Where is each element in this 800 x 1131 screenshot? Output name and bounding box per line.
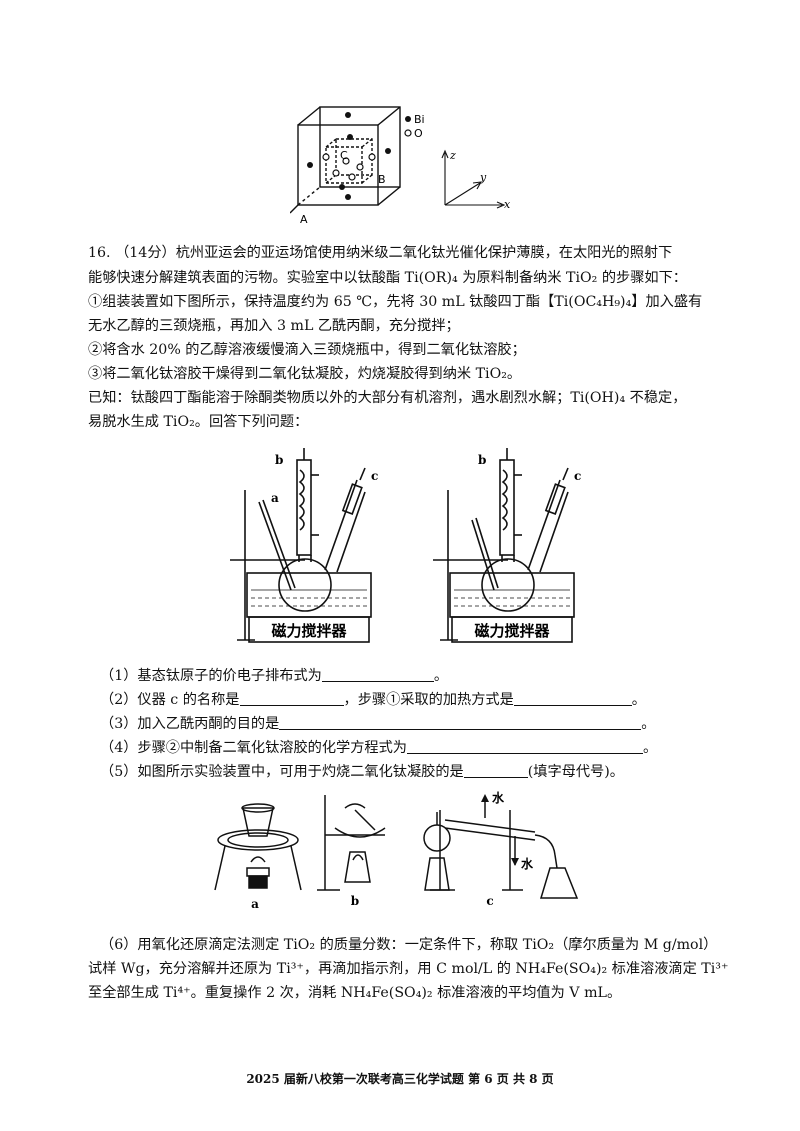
label-a: A xyxy=(300,213,308,226)
q2-end: 。 xyxy=(631,692,646,708)
q5-text-b: (填字母代号)。 xyxy=(527,764,624,780)
option-c-label: c xyxy=(486,894,493,908)
q6-line2: 试样 Wg，充分溶解并还原为 Ti³⁺，再滴加指示剂，用 C mol/L 的 N… xyxy=(88,961,729,977)
q3-answer-blank[interactable] xyxy=(279,715,642,730)
q3-end: 。 xyxy=(641,716,656,732)
q5-text-a: （5）如图所示实验装置中，可用于灼烧二氧化钛凝胶的是 xyxy=(100,764,464,780)
q3-text: （3）加入乙酰丙酮的目的是 xyxy=(100,716,280,732)
q1-answer-blank[interactable] xyxy=(321,667,434,682)
q2-text-a: （2）仪器 c 的名称是 xyxy=(100,692,240,708)
q2-text-b: ，步骤①采取的加热方式是 xyxy=(343,692,514,708)
q16-known-line1: 已知：钛酸四丁酯能溶于除酮类物质以外的大部分有机溶剂，遇水剧烈水解；Ti(OH)… xyxy=(88,390,687,406)
legend-bi: Bi xyxy=(414,113,425,126)
q4-line: （4）步骤②中制备二氧化钛溶胶的化学方程式为 。 xyxy=(100,738,657,758)
water-out-label: 水 xyxy=(521,856,534,871)
q6-line1: （6）用氧化还原滴定法测定 TiO₂ 的质量分数：一定条件下，称取 TiO₂（摩… xyxy=(100,937,718,953)
q4-text: （4）步骤②中制备二氧化钛溶胶的化学方程式为 xyxy=(100,740,407,756)
q16-heading-line2: 能够快速分解建筑表面的污物。实验室中以钛酸酯 Ti(OR)₄ 为原料制备纳米 T… xyxy=(88,270,687,286)
q2-answer-blank-2[interactable] xyxy=(513,691,632,706)
q3-line: （3）加入乙酰丙酮的目的是 。 xyxy=(100,714,655,734)
q16-heading-line1: 16. （14分）杭州亚运会的亚运场馆使用纳米级二氧化钛光催化保护薄膜，在太阳光… xyxy=(88,245,673,261)
page-footer: 2025 届新八校第一次联考高三化学试题 第 6 页 共 8 页 xyxy=(246,1072,554,1086)
q4-answer-blank[interactable] xyxy=(406,739,643,754)
legend-o: O xyxy=(414,127,423,140)
q1-line: （1）基态钛原子的价电子排布式为 。 xyxy=(100,666,448,686)
q2-line: （2）仪器 c 的名称是 ，步骤①采取的加热方式是 。 xyxy=(100,690,646,710)
q6-line3: 至全部生成 Ti⁴⁺。重复操作 2 次，消耗 NH₄Fe(SO₄)₂ 标准溶液的… xyxy=(88,985,622,1001)
label-c: C xyxy=(340,149,348,162)
q4-end: 。 xyxy=(642,740,658,756)
label-b: B xyxy=(378,173,386,186)
stirrer-label: 磁力搅拌器 xyxy=(271,622,347,640)
axis-y: y xyxy=(479,171,487,184)
q16-step1-line1: ①组装装置如下图所示，保持温度约为 65 ℃，先将 30 mL 钛酸四丁酯【Ti… xyxy=(88,294,703,310)
stirrer-label: 磁力搅拌器 xyxy=(474,622,550,640)
q1-text: （1）基态钛原子的价电子排布式为 xyxy=(100,668,322,684)
heating-apparatus-options: a b c 水 水 xyxy=(214,790,579,911)
q16-step1-line2: 无水乙醇的三颈烧瓶，再加入 3 mL 乙酰丙酮，充分搅拌； xyxy=(88,318,460,334)
label-b: b xyxy=(275,453,283,467)
label-a: a xyxy=(271,491,279,505)
water-in-label: 水 xyxy=(492,790,505,805)
q16-step2: ②将含水 20% 的乙醇溶液缓慢滴入三颈烧瓶中，得到二氧化钛溶胶； xyxy=(88,342,526,358)
q2-answer-blank-1[interactable] xyxy=(239,691,344,706)
label-c: c xyxy=(574,469,581,483)
axis-z: z xyxy=(449,149,456,162)
reflux-apparatus-left: a b c 磁力搅拌器 xyxy=(230,448,378,643)
q16-known-line2: 易脱水生成 TiO₂。回答下列问题： xyxy=(88,414,309,430)
option-a-label: a xyxy=(251,897,259,911)
option-b-label: b xyxy=(351,894,359,908)
label-c: c xyxy=(371,469,378,483)
label-b: b xyxy=(478,453,486,467)
q16-step3: ③将二氧化钛溶胶干燥得到二氧化钛凝胶，灼烧凝胶得到纳米 TiO₂。 xyxy=(88,366,522,382)
axis-x: x xyxy=(504,198,511,211)
q5-answer-blank[interactable] xyxy=(463,763,528,778)
q1-end: 。 xyxy=(433,668,449,684)
crystal-cell-diagram: Bi O C B A z y x xyxy=(290,106,511,226)
q5-line: （5）如图所示实验装置中，可用于灼烧二氧化钛凝胶的是 (填字母代号)。 xyxy=(100,762,624,782)
reflux-apparatus-right: b c 磁力搅拌器 xyxy=(433,448,581,643)
